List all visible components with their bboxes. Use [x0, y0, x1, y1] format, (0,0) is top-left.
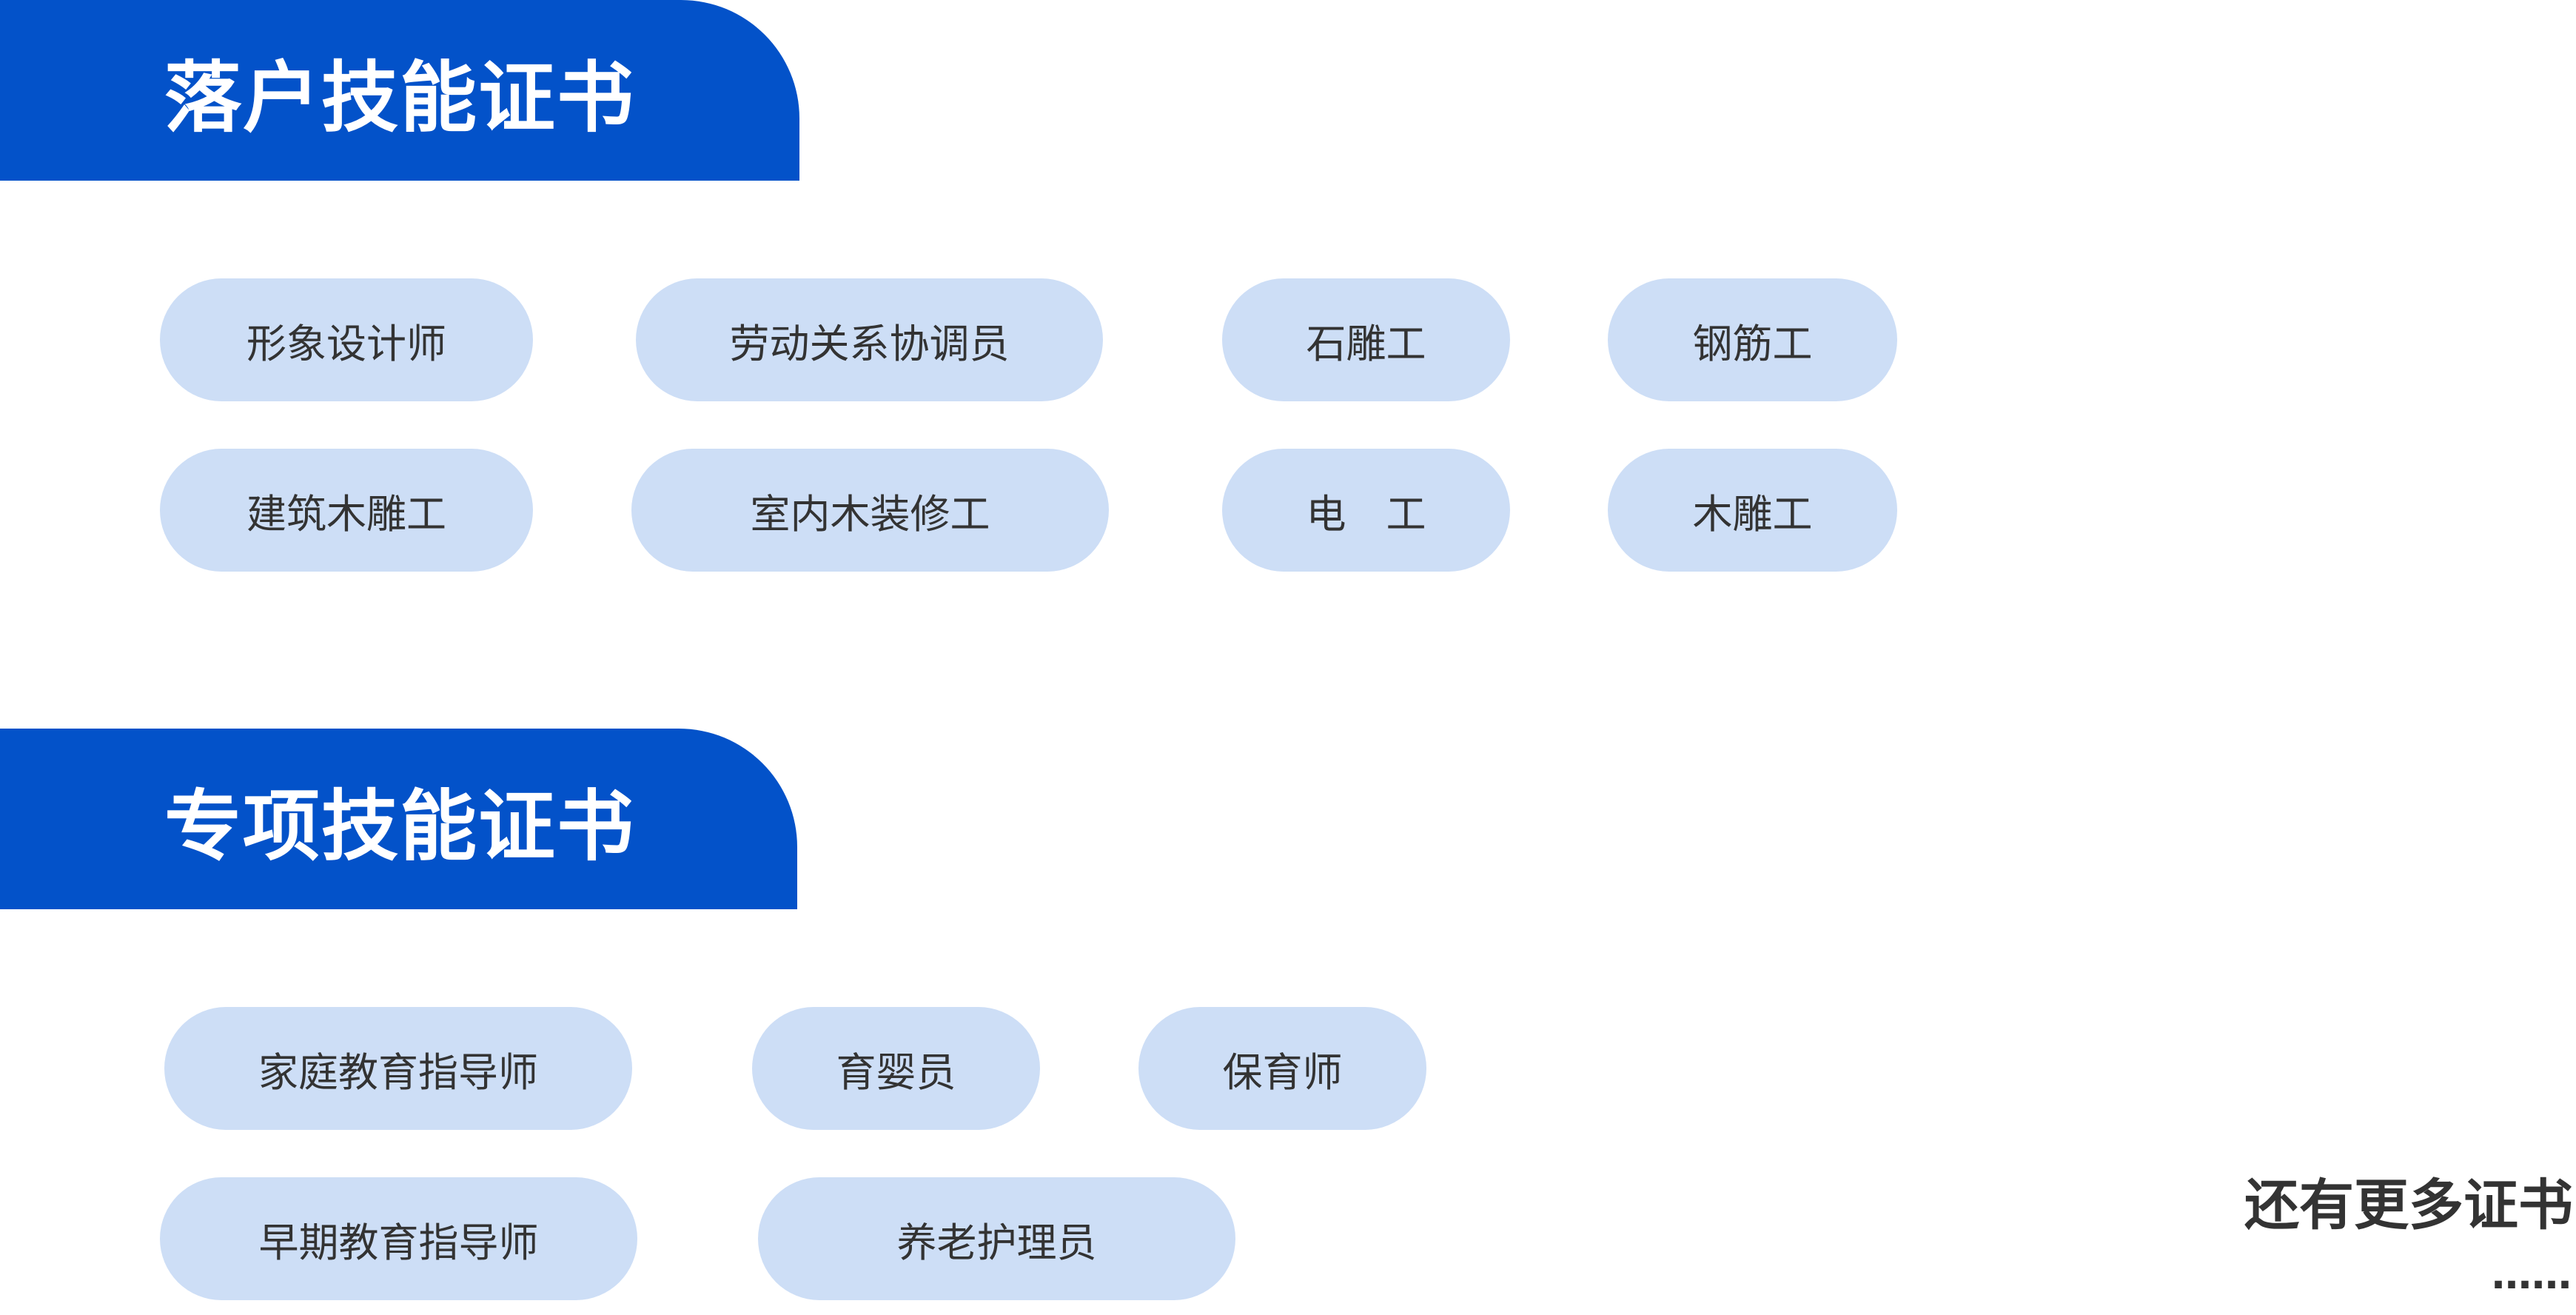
certificate-pill[interactable]: 建筑木雕工	[160, 449, 533, 572]
certificate-pill[interactable]: 保育师	[1138, 1007, 1426, 1130]
section-header-special-skill-certificates: 专项技能证书	[0, 729, 797, 909]
more-certificates-label: 还有更多证书	[2244, 1174, 2573, 1237]
certificate-pill[interactable]: 育婴员	[752, 1007, 1040, 1130]
section-header-settlement-certificates: 落户技能证书	[0, 0, 799, 181]
certificate-pill[interactable]: 钢筋工	[1608, 278, 1897, 401]
section-title: 落户技能证书	[164, 52, 636, 143]
certificate-pill[interactable]: 早期教育指导师	[160, 1177, 637, 1300]
certificate-pill[interactable]: 电 工	[1222, 449, 1510, 572]
certificate-pill[interactable]: 室内木装修工	[631, 449, 1109, 572]
certificate-pill[interactable]: 劳动关系协调员	[636, 278, 1103, 401]
certificate-pill[interactable]: 家庭教育指导师	[164, 1007, 632, 1130]
certificate-pill[interactable]: 木雕工	[1608, 449, 1897, 572]
more-ellipsis: ……	[2492, 1251, 2572, 1298]
certificate-pill[interactable]: 石雕工	[1222, 278, 1510, 401]
certificate-pill[interactable]: 形象设计师	[160, 278, 533, 401]
section-title: 专项技能证书	[164, 780, 636, 871]
certificate-pill[interactable]: 养老护理员	[758, 1177, 1235, 1300]
